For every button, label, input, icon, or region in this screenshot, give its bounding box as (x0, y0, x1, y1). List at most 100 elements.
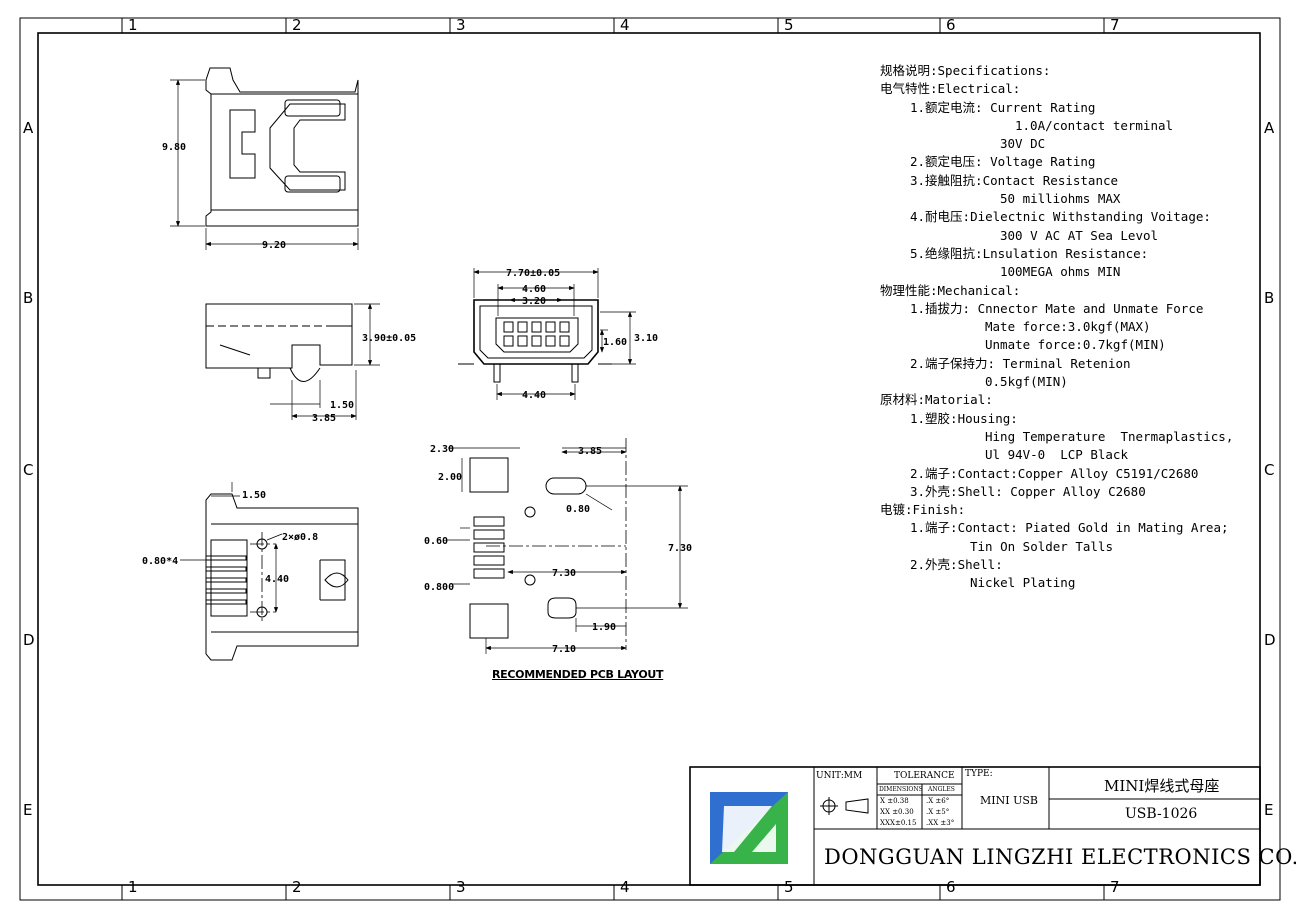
dim-pcb-j: 7.10 (552, 644, 576, 655)
spec-line: 物理性能:Mechanical: (880, 282, 1021, 298)
top-view: 9.80 9.20 (162, 67, 359, 251)
column-marker-3: 3 (456, 16, 466, 34)
part-number: USB-1026 (1125, 806, 1198, 822)
contact-pin (517, 335, 528, 347)
column-marker-1: 1 (128, 878, 138, 896)
solder-tail (205, 599, 247, 605)
contact-pin (559, 321, 570, 333)
specifications-list: 规格说明:Specifications: 电气特性:Electrical: 1.额定… (880, 62, 1270, 593)
projection-symbol (820, 797, 869, 815)
row-marker-E: E (1264, 801, 1273, 819)
dim-pcb-a: 2.30 (430, 444, 454, 455)
solder-tail (205, 588, 247, 594)
column-marker-6: 6 (946, 878, 956, 896)
spec-line: 100MEGA ohms MIN (1000, 264, 1121, 280)
row-marker-B: B (1264, 289, 1274, 307)
spec-line: 3.外壳:Shell: Copper Alloy C2680 (910, 483, 1146, 499)
unit-label: UNIT:MM (816, 771, 863, 781)
contact-pin (559, 335, 570, 347)
front-view: 7.70±0.05 4.60 3.20 1.60 3.10 4.40 (458, 268, 658, 401)
spec-line: 2.端子:Contact:Copper Alloy C5191/C2680 (910, 465, 1199, 481)
spec-line: 电气特性:Electrical: (880, 81, 1021, 97)
solder-tail (205, 577, 247, 583)
column-marker-6: 6 (946, 16, 956, 34)
pcb-layout-caption: RECOMMENDED PCB LAYOUT (492, 668, 664, 681)
dim-side-len: 3.85 (312, 413, 336, 424)
row-marker-E: E (23, 801, 32, 819)
column-marker-4: 4 (620, 878, 630, 896)
dim-pcb-d: 0.800 (424, 582, 454, 593)
dim-front-width: 7.70±0.05 (506, 268, 560, 279)
spec-line: 1.端子:Contact: Piated Gold in Mating Area… (910, 520, 1229, 536)
dim-front-h1: 1.60 (603, 337, 627, 348)
tolerance-dimension: XXX±0.15 (880, 819, 917, 827)
pcb-pad (473, 516, 505, 527)
company-name: DONGGUAN LINGZHI ELECTRONICS CO.LTD (824, 845, 1296, 869)
dim-bottom-holes: 2×ø0.8 (282, 532, 318, 543)
dim-pcb-h: 7.30 (552, 568, 576, 579)
spec-line: 规格说明:Specifications: (880, 63, 1051, 78)
contact-pin (503, 335, 514, 347)
product-name: MINI焊线式母座 (1104, 777, 1220, 795)
row-marker-B: B (23, 289, 33, 307)
dimensions-label: DIMENSIONS (879, 786, 923, 793)
spec-line: Mate force:3.0kgf(MAX) (985, 319, 1151, 335)
dim-front-inner2: 3.20 (522, 296, 546, 307)
spec-line: Hing Temperature Tnermaplastics, (985, 428, 1234, 444)
pcb-pad (473, 529, 505, 540)
dim-side-tab: 1.50 (330, 400, 354, 411)
contact-pin (517, 321, 528, 333)
spec-line: 电镀:Finish: (880, 502, 966, 518)
dim-pcb-b: 2.00 (438, 472, 462, 483)
solder-tail (205, 555, 247, 561)
spec-line: Nickel Plating (970, 575, 1076, 591)
spec-line: Unmate force:0.7kgf(MIN) (985, 337, 1166, 353)
dim-bottom-tab: 1.50 (242, 490, 266, 501)
dim-front-inner1: 4.60 (522, 284, 546, 295)
contact-pin (531, 321, 542, 333)
dim-front-bottom: 4.40 (522, 390, 546, 401)
solder-tail (205, 566, 247, 572)
column-marker-1: 1 (128, 16, 138, 34)
tolerance-label: TOLERANCE (894, 771, 955, 781)
column-marker-7: 7 (1110, 878, 1120, 896)
contact-pin (545, 335, 556, 347)
dim-pcb-i: 1.90 (592, 622, 616, 633)
tolerance-dimension: X ±0.38 (880, 797, 909, 805)
column-marker-4: 4 (620, 16, 630, 34)
company-logo (710, 792, 788, 864)
row-marker-D: D (1264, 631, 1276, 649)
column-marker-7: 7 (1110, 16, 1120, 34)
spec-line: Tin On Solder Talls (970, 538, 1113, 554)
contact-pin (545, 321, 556, 333)
dim-pcb-e: 3.85 (578, 446, 602, 457)
row-marker-C: C (1264, 461, 1274, 479)
dim-pcb-c: 0.60 (424, 536, 448, 547)
pcb-pad (473, 568, 505, 579)
pcb-pad (473, 542, 505, 553)
row-marker-D: D (23, 631, 35, 649)
spec-line: 1.额定电流: Current Rating (910, 99, 1096, 115)
spec-line: 30V DC (1000, 136, 1046, 152)
dim-bottom-span: 4.40 (265, 574, 289, 585)
row-marker-A: A (1264, 119, 1275, 137)
contact-pin (531, 335, 542, 347)
column-marker-2: 2 (292, 878, 302, 896)
title-block (689, 766, 1261, 886)
spec-line: 1.插拔力: Cnnector Mate and Unmate Force (910, 300, 1204, 316)
dim-side-height: 3.90±0.05 (362, 333, 416, 344)
spec-line: 1.塑胶:Housing: (910, 410, 1018, 426)
spec-line: 5.绝缘阻抗:Lnsulation Resistance: (910, 245, 1149, 261)
pcb-layout: 2.30 2.00 0.60 0.800 3.85 0.80 7.30 7.30… (424, 438, 692, 655)
dim-top-height: 9.80 (162, 142, 186, 153)
spec-line: 4.耐电压:Dielectnic Withstanding Voitage: (910, 209, 1211, 225)
spec-line: Ul 94V-0 LCP Black (985, 447, 1128, 463)
dim-top-width: 9.20 (262, 240, 286, 251)
column-marker-2: 2 (292, 16, 302, 34)
pcb-pad (473, 555, 505, 566)
spec-line: 3.接触阻抗:Contact Resistance (910, 172, 1119, 188)
